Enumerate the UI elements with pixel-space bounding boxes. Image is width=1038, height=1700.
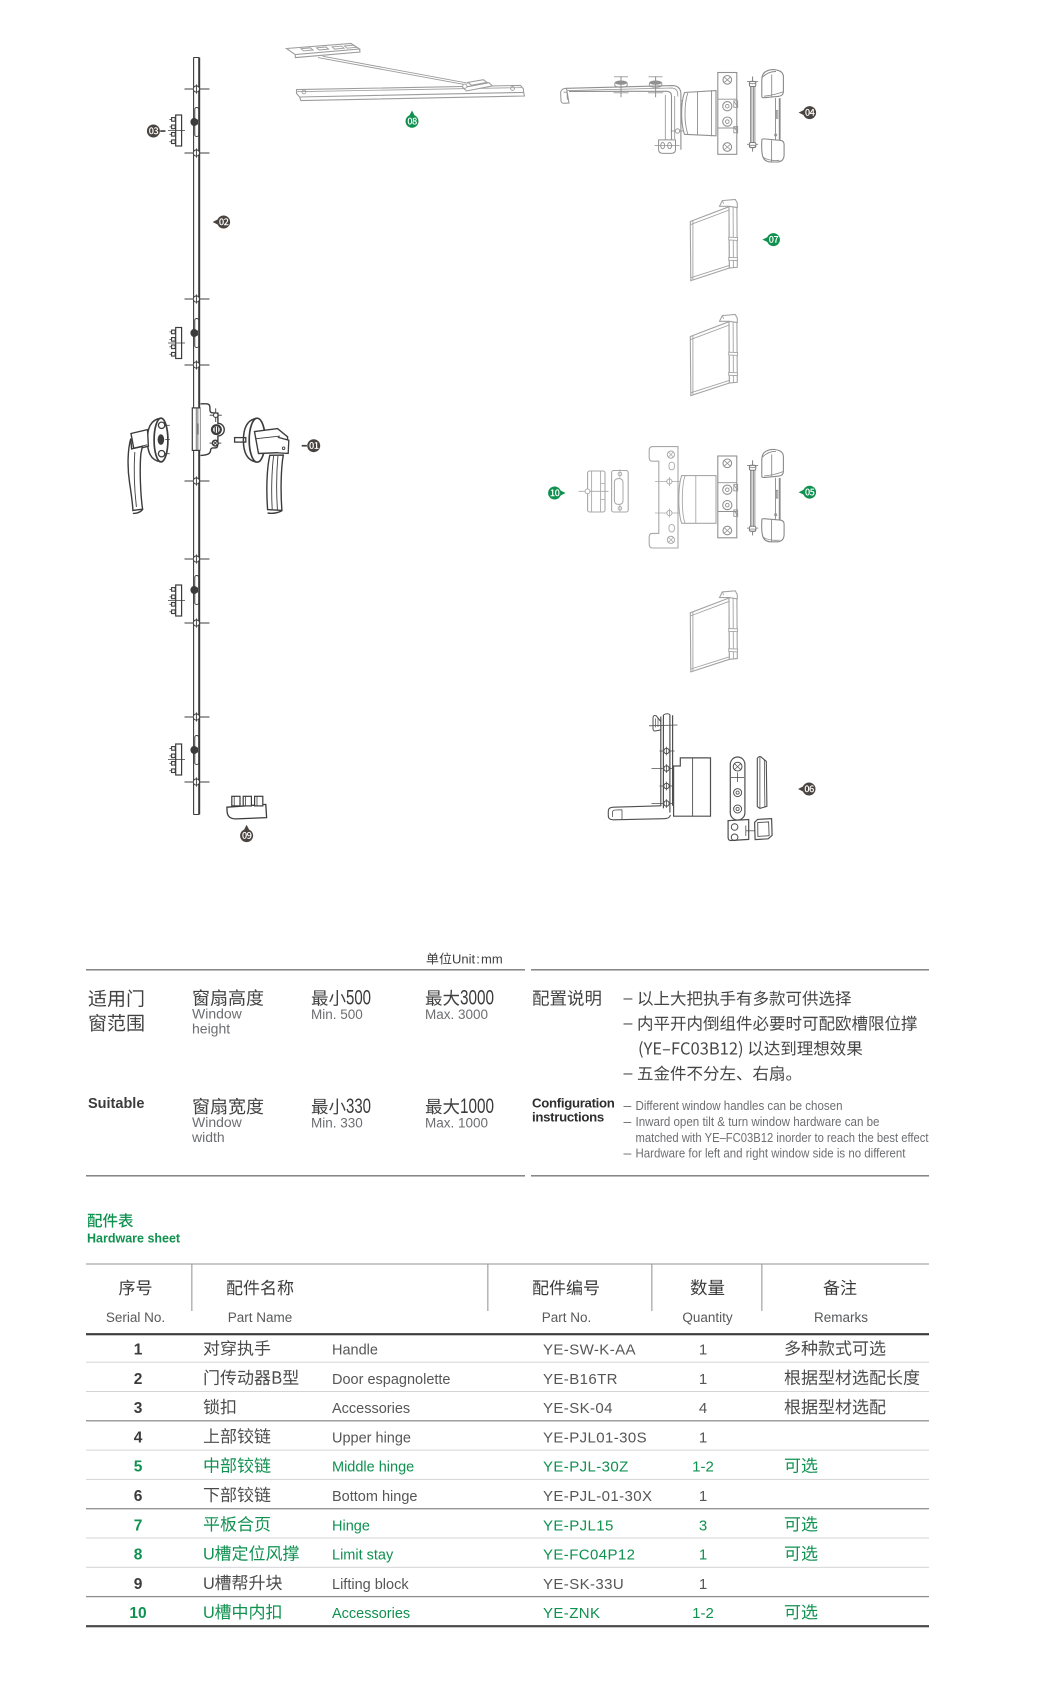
svg-text:YE-B16TR: YE-B16TR: [543, 1371, 618, 1388]
svg-text:1-2: 1-2: [692, 1459, 714, 1476]
svg-text:Different window handles can b: Different window handles can be chosen: [636, 1098, 843, 1113]
svg-text:mm: mm: [481, 952, 503, 967]
svg-text:–: –: [624, 1015, 633, 1032]
svg-text:YE-SK-33U: YE-SK-33U: [543, 1576, 624, 1593]
svg-text:1: 1: [134, 1342, 143, 1359]
svg-text:Remarks: Remarks: [814, 1310, 868, 1325]
svg-text:Inward open tilt & turn window: Inward open tilt & turn window hardware …: [636, 1114, 880, 1129]
svg-text:YE-ZNK: YE-ZNK: [543, 1605, 600, 1622]
svg-text:Serial No.: Serial No.: [106, 1310, 165, 1325]
svg-text:Part No.: Part No.: [542, 1310, 592, 1325]
svg-text:YE-PJL-30Z: YE-PJL-30Z: [543, 1459, 629, 1476]
svg-text:YE-PJL01-30S: YE-PJL01-30S: [543, 1429, 647, 1446]
svg-text:1-2: 1-2: [692, 1605, 714, 1622]
svg-text:Lifting block: Lifting block: [332, 1577, 409, 1593]
svg-text:–: –: [624, 1065, 633, 1082]
svg-text:Max. 1000: Max. 1000: [425, 1116, 488, 1131]
svg-text:Max. 3000: Max. 3000: [425, 1007, 488, 1022]
svg-text:1: 1: [699, 1429, 707, 1446]
svg-text:instructions: instructions: [532, 1110, 604, 1125]
svg-text:1: 1: [699, 1576, 707, 1593]
svg-text:Configuration: Configuration: [532, 1096, 615, 1111]
svg-text:height: height: [192, 1021, 230, 1037]
svg-text:10: 10: [129, 1605, 146, 1622]
svg-text:1: 1: [699, 1488, 707, 1505]
svg-text:Suitable: Suitable: [88, 1096, 144, 1112]
svg-text:matched with YE–FC03B12 inorde: matched with YE–FC03B12 inorder to reach…: [636, 1130, 929, 1145]
svg-text:1000: 1000: [460, 1095, 494, 1118]
svg-text:1: 1: [699, 1342, 707, 1359]
svg-text:Hardware for left and right wi: Hardware for left and right window side …: [636, 1146, 906, 1161]
svg-text:–: –: [624, 1145, 632, 1161]
svg-text:9: 9: [134, 1576, 143, 1593]
svg-text:3: 3: [699, 1517, 707, 1534]
svg-text:Accessories: Accessories: [332, 1606, 410, 1622]
svg-text:Hinge: Hinge: [332, 1518, 370, 1534]
svg-text:3: 3: [134, 1400, 143, 1417]
svg-text:4: 4: [134, 1429, 143, 1446]
svg-text:1: 1: [699, 1371, 707, 1388]
svg-text:Handle: Handle: [332, 1343, 378, 1359]
svg-text:width: width: [191, 1129, 225, 1145]
svg-text:1: 1: [699, 1547, 707, 1564]
svg-text:Window: Window: [192, 1114, 243, 1130]
svg-text:7: 7: [134, 1517, 143, 1534]
svg-text:YE-SW-K-AA: YE-SW-K-AA: [543, 1342, 636, 1359]
svg-text:–: –: [624, 1113, 632, 1129]
svg-text:–: –: [624, 1097, 632, 1113]
svg-text:8: 8: [134, 1547, 143, 1564]
svg-text:5: 5: [134, 1459, 143, 1476]
svg-text:Middle hinge: Middle hinge: [332, 1460, 414, 1476]
svg-text:YE-SK-04: YE-SK-04: [543, 1400, 613, 1417]
svg-text:Limit stay: Limit stay: [332, 1548, 394, 1564]
svg-text:Min. 330: Min. 330: [311, 1116, 363, 1131]
svg-text:U: U: [203, 1575, 215, 1593]
svg-text:Min. 500: Min. 500: [311, 1007, 363, 1022]
svg-text:–: –: [624, 990, 633, 1007]
svg-text:Unit: Unit: [452, 952, 476, 967]
svg-text:YE-PJL15: YE-PJL15: [543, 1517, 614, 1534]
svg-text:Window: Window: [192, 1006, 243, 1022]
svg-text:Door espagnolette: Door espagnolette: [332, 1372, 451, 1388]
svg-text:YE-PJL-01-30X: YE-PJL-01-30X: [543, 1488, 652, 1505]
svg-text:U: U: [203, 1604, 215, 1622]
svg-text:U: U: [203, 1546, 215, 1564]
svg-text:Part Name: Part Name: [228, 1310, 293, 1325]
svg-text:Hardware sheet: Hardware sheet: [87, 1232, 181, 1246]
svg-text::: :: [476, 952, 480, 967]
svg-text:330: 330: [346, 1095, 371, 1118]
svg-text:Upper hinge: Upper hinge: [332, 1430, 411, 1446]
svg-text:2: 2: [134, 1371, 143, 1388]
svg-text:500: 500: [346, 987, 371, 1010]
svg-text:4: 4: [699, 1400, 707, 1417]
svg-text:YE-FC04P12: YE-FC04P12: [543, 1547, 635, 1564]
svg-text:Accessories: Accessories: [332, 1401, 410, 1417]
svg-text:Bottom hinge: Bottom hinge: [332, 1489, 417, 1505]
svg-text:6: 6: [134, 1488, 143, 1505]
svg-text:3000: 3000: [460, 987, 494, 1010]
svg-text:Quantity: Quantity: [682, 1310, 733, 1325]
